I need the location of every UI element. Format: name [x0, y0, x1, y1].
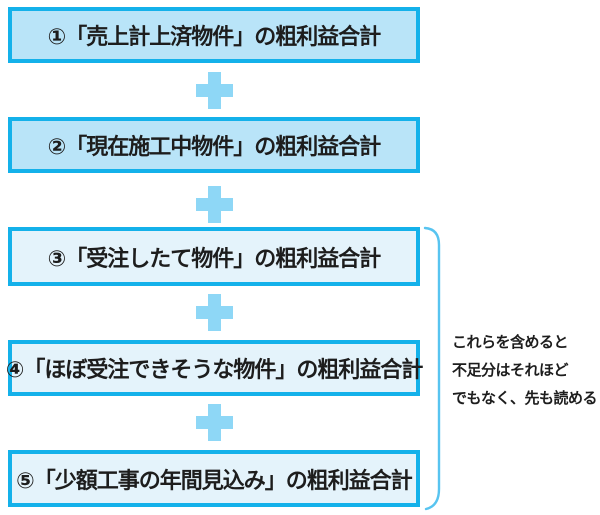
flow-box-label: ②「現在施工中物件」の粗利益合計: [47, 134, 382, 159]
plus-icon: [196, 404, 233, 441]
flow-box-label: ①「売上計上済物件」の粗利益合計: [47, 24, 382, 49]
grouping-bracket-icon: [423, 226, 441, 511]
flow-box-label: ⑤「少額工事の年間見込み」の粗利益合計: [16, 467, 413, 493]
flow-box-recorded-sales: ①「売上計上済物件」の粗利益合計: [8, 7, 420, 63]
flow-box-newly-ordered: ③「受注したて物件」の粗利益合計: [8, 227, 420, 286]
flow-box-likely-orders: ④「ほぼ受注できそうな物件」の粗利益合計: [5, 340, 424, 396]
flow-box-small-works-estimate: ⑤「少額工事の年間見込み」の粗利益合計: [8, 450, 420, 507]
plus-icon: [196, 72, 233, 109]
bracket-note-line: でもなく、先も読める: [452, 390, 598, 407]
plus-icon: [196, 294, 233, 331]
plus-icon: [196, 186, 233, 223]
bracket-note-line: これらを含めると: [452, 334, 569, 351]
flow-box-label: ③「受注したて物件」の粗利益合計: [47, 245, 382, 271]
flow-box-label: ④「ほぼ受注できそうな物件」の粗利益合計: [5, 357, 424, 382]
bracket-note-line: 不足分はそれほど: [452, 362, 569, 379]
flow-box-under-construction: ②「現在施工中物件」の粗利益合計: [8, 117, 420, 173]
bracket-note: これらを含めると 不足分はそれほど でもなく、先も読める: [452, 329, 598, 413]
